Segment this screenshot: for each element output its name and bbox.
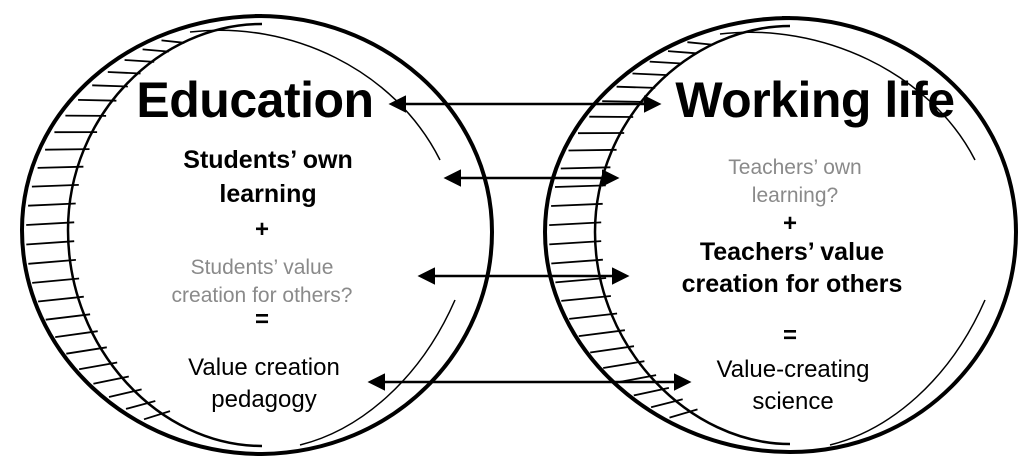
right-grey1: Teachers’ own: [728, 156, 862, 179]
hatch-stroke: [93, 375, 129, 385]
hatch-stroke: [616, 85, 656, 89]
hatch-stroke: [31, 184, 79, 188]
hatch-stroke: [108, 388, 142, 398]
hatch-stroke: [45, 148, 90, 151]
hatch-stroke: [549, 240, 602, 246]
hatch-stroke: [590, 345, 635, 354]
left-result1: Value creation: [188, 354, 340, 381]
hatch-stroke: [568, 148, 617, 152]
right-plus: +: [782, 210, 797, 237]
hatch-stroke: [667, 50, 697, 55]
hatch-stroke: [37, 165, 84, 169]
left-circle: [19, 13, 495, 456]
hatch-stroke: [92, 84, 128, 88]
hatch-stroke: [555, 277, 607, 284]
hatch-stroke: [26, 221, 75, 226]
left-grey2: creation for others?: [171, 284, 353, 307]
left-plus: +: [254, 216, 269, 243]
right-grey2: learning?: [751, 184, 839, 207]
hatch-stroke: [603, 360, 645, 369]
hatch-stroke: [551, 258, 603, 265]
hatch-stroke: [26, 240, 75, 246]
hatch-stroke: [649, 60, 682, 65]
right-title: Working life: [675, 72, 955, 128]
hatch-stroke: [66, 346, 107, 355]
hatch-stroke: [551, 202, 603, 207]
hatch-stroke: [125, 400, 156, 410]
hatch-stroke: [142, 48, 169, 53]
left-circle-hatching: [26, 39, 185, 421]
hatch-stroke: [124, 59, 155, 63]
hatch-stroke: [32, 277, 80, 284]
hatch-stroke: [143, 410, 171, 421]
hatch-stroke: [28, 202, 76, 207]
hatch-stroke: [55, 330, 98, 338]
right-line2: creation for others: [681, 270, 903, 298]
hatch-stroke: [38, 295, 84, 303]
hatch-stroke: [632, 72, 668, 76]
hatch-stroke: [569, 312, 618, 320]
hatch-stroke: [669, 408, 698, 419]
right-equals: =: [782, 322, 797, 349]
left-title: Education: [136, 72, 374, 128]
hatch-stroke: [578, 329, 626, 337]
hatch-stroke: [78, 99, 117, 102]
hatch-stroke: [45, 313, 91, 321]
hatch-stroke: [78, 361, 118, 371]
hatch-stroke: [28, 259, 76, 265]
hatch-stroke: [650, 398, 683, 409]
right-result2: science: [752, 388, 834, 415]
left-grey1: Students’ value: [190, 256, 334, 279]
hatch-stroke: [561, 295, 611, 302]
left-line2: learning: [219, 180, 317, 208]
hatch-stroke: [554, 184, 606, 188]
left-equals: =: [254, 306, 269, 333]
left-line1: Students’ own: [183, 146, 353, 174]
hatch-stroke: [161, 39, 185, 44]
left-result2: pedagogy: [211, 386, 317, 413]
hatch-stroke: [602, 100, 644, 103]
right-result1: Value-creating: [716, 356, 870, 383]
hatch-stroke: [549, 221, 602, 226]
hatch-stroke: [560, 166, 611, 170]
right-line1: Teachers’ value: [699, 238, 885, 266]
hatch-stroke: [687, 41, 712, 46]
hatch-stroke: [107, 71, 141, 75]
